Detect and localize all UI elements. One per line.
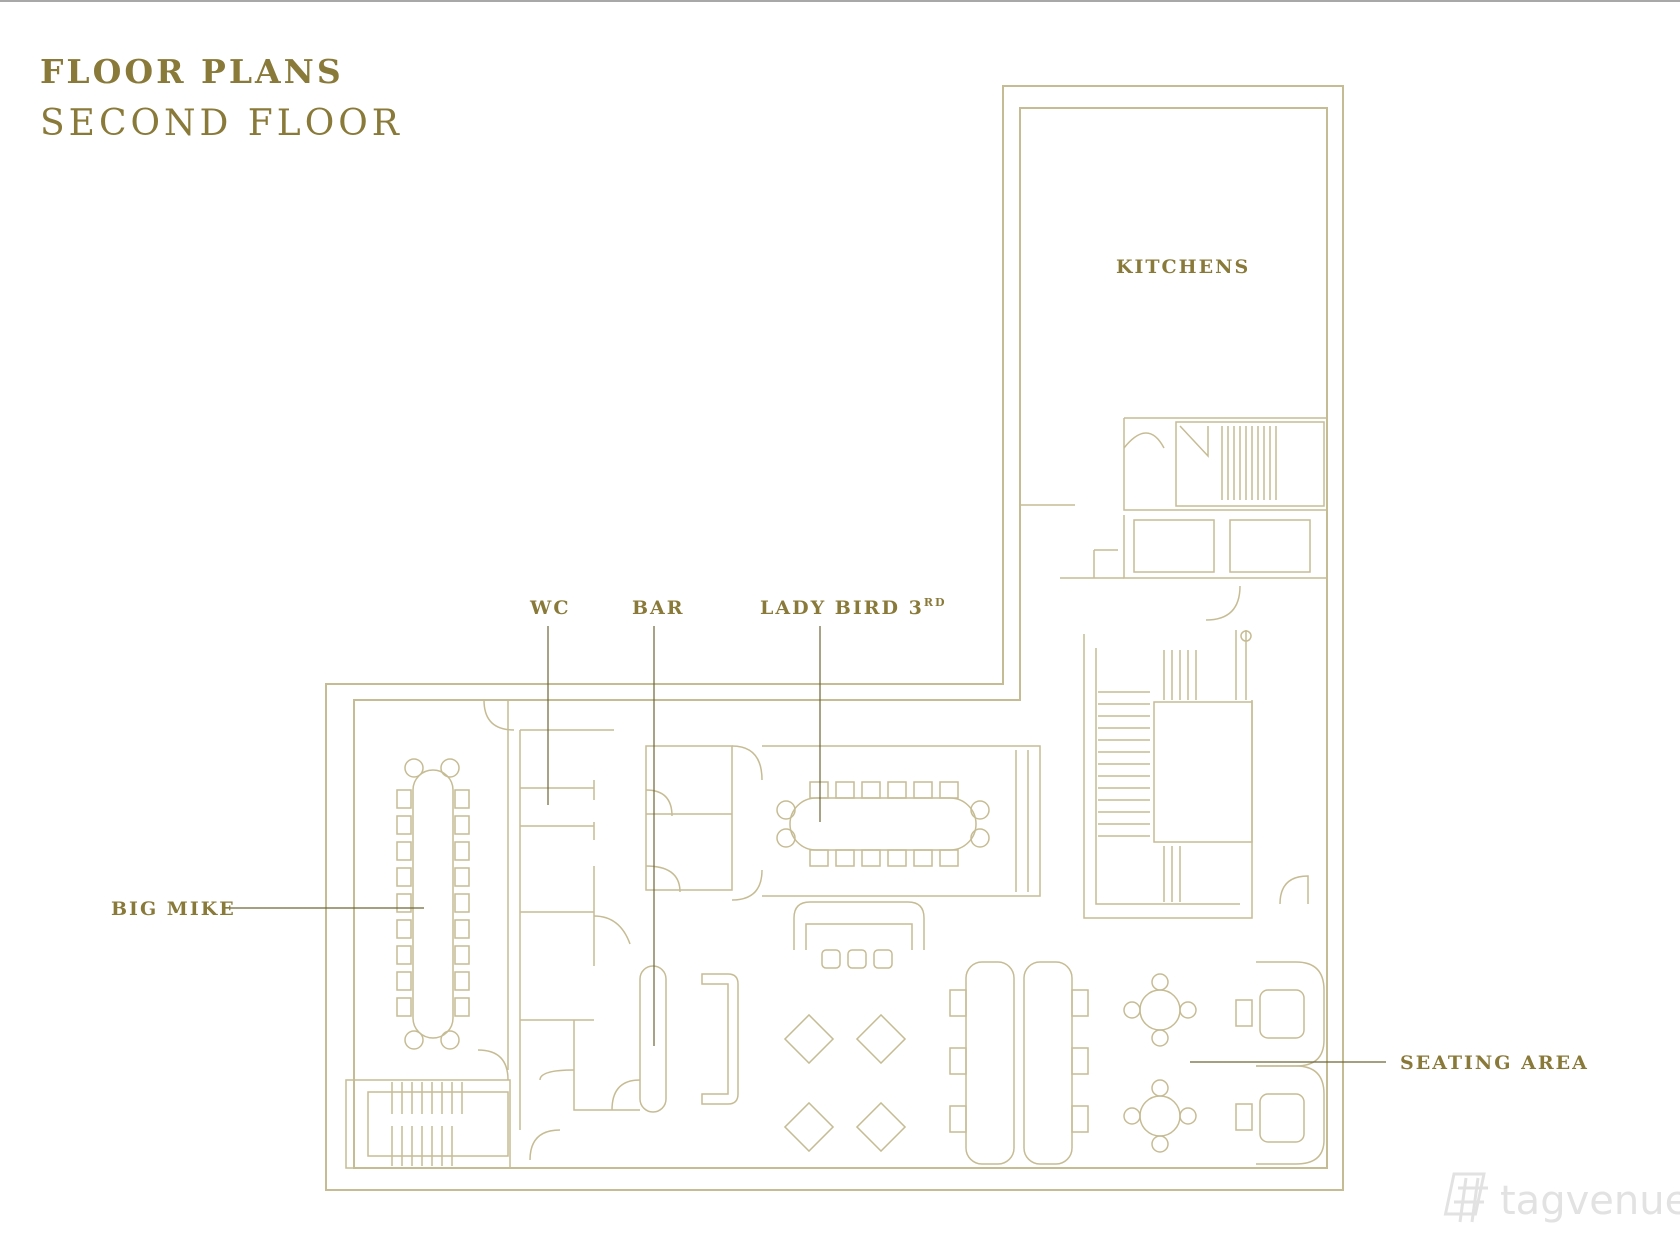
page-subtitle: SECOND FLOOR	[40, 103, 403, 144]
label-bar: BAR	[632, 597, 685, 619]
tagvenue-logo-icon	[1443, 1172, 1488, 1223]
label-seating-area: SEATING AREA	[1400, 1052, 1589, 1074]
stair-core-right	[1083, 585, 1309, 919]
label-wc: WC	[529, 597, 570, 619]
lounge-booths	[1235, 961, 1325, 1165]
outer-walls	[325, 85, 1344, 1191]
label-lady-bird: LADY BIRD 3RD	[760, 596, 947, 619]
stair-core-left	[345, 1079, 511, 1169]
booth-tables	[949, 961, 1089, 1165]
wc-bar-block	[519, 729, 763, 1161]
bar-counter	[701, 901, 925, 1105]
big-mike-room	[396, 699, 515, 1081]
label-kitchens: KITCHENS	[1116, 256, 1250, 278]
lady-bird-chairs	[776, 781, 990, 867]
round-tables	[1123, 973, 1197, 1153]
leader-lines	[224, 626, 1386, 1063]
label-big-mike: BIG MIKE	[111, 898, 236, 920]
watermark-text: tagvenue	[1500, 1178, 1680, 1224]
lady-bird-room	[762, 745, 1041, 897]
seating-area	[783, 961, 1325, 1165]
page-title: FLOOR PLANS	[40, 52, 344, 91]
square-tables	[783, 1013, 907, 1153]
top-border	[0, 0, 1680, 2]
big-mike-chairs	[396, 758, 470, 1050]
kitchen-area	[1020, 417, 1327, 579]
